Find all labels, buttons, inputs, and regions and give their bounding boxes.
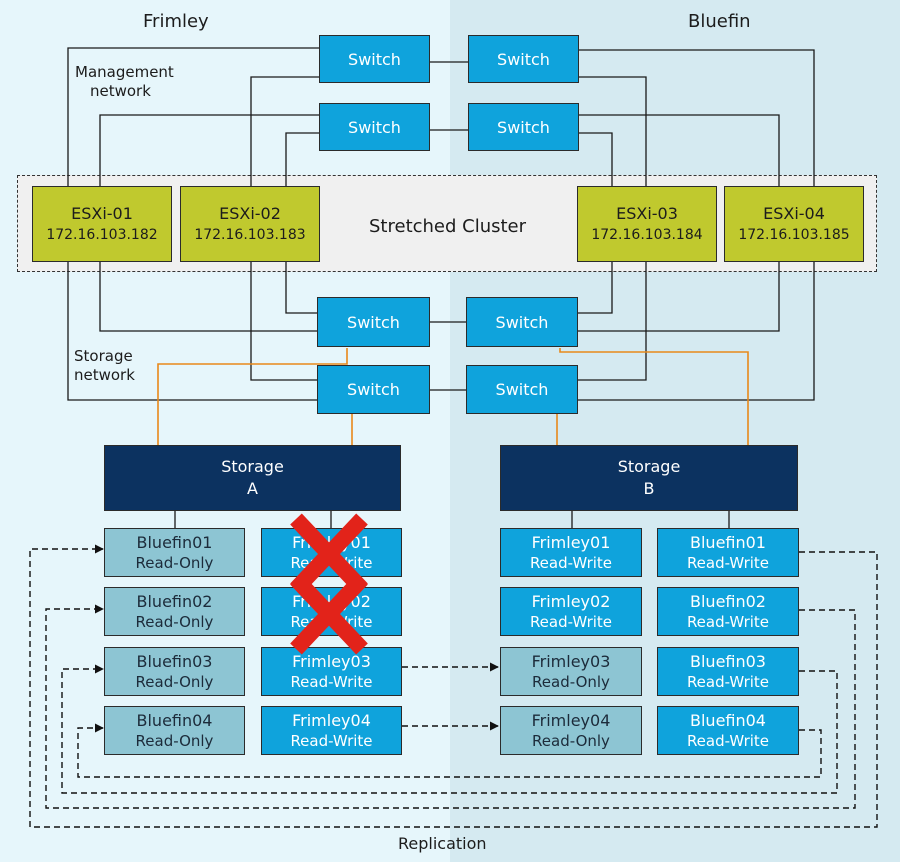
volume-a-frimley03[interactable]: Frimley03 Read-Write — [261, 647, 402, 696]
switch-storage-bluefin-2[interactable]: Switch — [466, 365, 578, 414]
host-esxi-02[interactable]: ESXi-02 172.16.103.183 — [180, 186, 320, 262]
storage-network-label: Storage network — [74, 347, 135, 385]
volume-b-bluefin04[interactable]: Bluefin04 Read-Write — [657, 706, 799, 755]
storage-network-label-line1: Storage — [74, 347, 133, 365]
red-x-icon — [290, 513, 368, 655]
host-name: ESXi-01 — [71, 204, 133, 223]
volume-name: Bluefin01 — [690, 532, 766, 552]
volume-name: Frimley01 — [531, 532, 611, 552]
host-esxi-01[interactable]: ESXi-01 172.16.103.182 — [32, 186, 172, 262]
volume-mode: Read-Write — [529, 612, 613, 631]
replication-label: Replication — [398, 834, 487, 853]
management-network-label-line1: Management — [75, 63, 174, 81]
storage-array-a[interactable]: Storage A — [104, 445, 401, 511]
volume-name: Frimley03 — [292, 651, 371, 671]
volume-b-bluefin03[interactable]: Bluefin03 Read-Write — [657, 647, 799, 696]
switch-storage-frimley-1[interactable]: Switch — [317, 297, 430, 347]
management-network-label-line2: network — [90, 82, 151, 100]
host-ip: 172.16.103.184 — [591, 227, 703, 243]
storage-label: Storage — [617, 457, 681, 476]
host-ip: 172.16.103.183 — [194, 227, 306, 243]
volume-a-bluefin01[interactable]: Bluefin01 Read-Only — [104, 528, 245, 577]
host-name: ESXi-03 — [616, 204, 678, 223]
volume-b-frimley03[interactable]: Frimley03 Read-Only — [500, 647, 642, 696]
switch-storage-frimley-2[interactable]: Switch — [317, 365, 430, 414]
switch-mgmt-frimley-1[interactable]: Switch — [319, 35, 430, 83]
volume-name: Bluefin03 — [136, 651, 213, 671]
switch-mgmt-bluefin-2[interactable]: Switch — [468, 103, 579, 151]
volume-name: Frimley03 — [531, 651, 611, 671]
volume-mode: Read-Write — [686, 612, 770, 631]
volume-mode: Read-Write — [529, 553, 613, 572]
volume-b-frimley04[interactable]: Frimley04 Read-Only — [500, 706, 642, 755]
stretched-cluster-title: Stretched Cluster — [369, 216, 527, 237]
volume-name: Bluefin01 — [136, 532, 213, 552]
storage-array-b[interactable]: Storage B — [500, 445, 798, 511]
switch-storage-bluefin-1[interactable]: Switch — [466, 297, 578, 347]
volume-mode: Read-Only — [135, 672, 214, 691]
switch-mgmt-bluefin-1[interactable]: Switch — [468, 35, 579, 83]
host-ip: 172.16.103.182 — [46, 227, 158, 243]
volume-name: Frimley04 — [531, 710, 611, 730]
storage-id: A — [247, 479, 258, 498]
volume-b-bluefin02[interactable]: Bluefin02 Read-Write — [657, 587, 799, 636]
host-ip: 172.16.103.185 — [738, 227, 850, 243]
bluefin-site-label: Bluefin — [688, 11, 751, 32]
volume-mode: Read-Only — [135, 553, 214, 572]
volume-mode: Read-Only — [532, 731, 610, 750]
volume-name: Bluefin04 — [690, 710, 766, 730]
volume-name: Bluefin02 — [690, 591, 766, 611]
volume-a-bluefin04[interactable]: Bluefin04 Read-Only — [104, 706, 245, 755]
volume-a-bluefin03[interactable]: Bluefin03 Read-Only — [104, 647, 245, 696]
volume-mode: Read-Write — [686, 553, 770, 572]
volume-a-frimley04[interactable]: Frimley04 Read-Write — [261, 706, 402, 755]
volume-name: Frimley02 — [531, 591, 611, 611]
storage-id: B — [643, 479, 655, 498]
volume-name: Frimley04 — [292, 710, 371, 730]
volume-a-bluefin02[interactable]: Bluefin02 Read-Only — [104, 587, 245, 636]
host-name: ESXi-02 — [219, 204, 281, 223]
volume-mode: Read-Write — [686, 672, 770, 691]
volume-b-frimley02[interactable]: Frimley02 Read-Write — [500, 587, 642, 636]
volume-b-bluefin01[interactable]: Bluefin01 Read-Write — [657, 528, 799, 577]
volume-name: Bluefin03 — [690, 651, 766, 671]
switch-mgmt-frimley-2[interactable]: Switch — [319, 103, 430, 151]
frimley-site-label: Frimley — [143, 11, 209, 32]
volume-mode: Read-Only — [135, 731, 214, 750]
host-esxi-04[interactable]: ESXi-04 172.16.103.185 — [724, 186, 864, 262]
volume-name: Bluefin02 — [136, 591, 213, 611]
volume-mode: Read-Only — [532, 672, 610, 691]
storage-network-label-line2: network — [74, 366, 135, 384]
volume-mode: Read-Write — [686, 731, 770, 750]
storage-label: Storage — [221, 457, 284, 476]
volume-mode: Read-Write — [290, 731, 373, 750]
host-esxi-03[interactable]: ESXi-03 172.16.103.184 — [577, 186, 717, 262]
host-name: ESXi-04 — [763, 204, 825, 223]
volume-name: Bluefin04 — [136, 710, 213, 730]
volume-mode: Read-Write — [290, 672, 373, 691]
management-network-label: Management network — [75, 63, 174, 101]
volume-mode: Read-Only — [135, 612, 214, 631]
volume-b-frimley01[interactable]: Frimley01 Read-Write — [500, 528, 642, 577]
